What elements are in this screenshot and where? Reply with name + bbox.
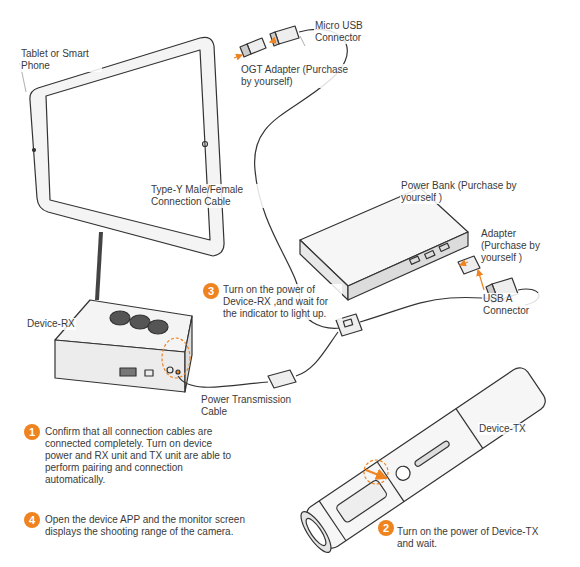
device-name: Device-RX — [26, 318, 76, 330]
power-cable — [178, 376, 268, 387]
part-name: Power Transmission Cable — [200, 394, 302, 418]
device-tx — [296, 364, 549, 556]
part-name: Type-Y Male/Female Connection Cable — [150, 184, 274, 208]
cable-connector — [268, 370, 296, 388]
device-rx — [55, 232, 192, 392]
instruction-note: Turn on the power of Device-TX and wait. — [396, 526, 548, 550]
part-name: Adapter (Purchase by yourself ) — [480, 228, 554, 264]
callout-number: 2 — [378, 520, 394, 536]
callout-number: 3 — [203, 283, 219, 299]
micro-usb-connector — [270, 26, 308, 46]
adapter — [458, 256, 480, 274]
device-name: Device-TX — [478, 423, 527, 435]
part-name: Micro USB Connector — [314, 20, 376, 44]
instruction-note: Open the device APP and the monitor scre… — [44, 514, 258, 538]
instruction-note: Confirm that all connection cables are c… — [44, 426, 234, 486]
device-name: Tablet or Smart Phone — [20, 48, 102, 72]
callout-number: 1 — [24, 424, 40, 440]
part-name: USB A Connector — [482, 293, 544, 317]
instruction-note: Turn on the power of Device-RX ,and wait… — [222, 284, 342, 320]
part-name: OGT Adapter (Purchase by yourself) — [240, 64, 354, 88]
callout-number: 4 — [24, 512, 40, 528]
part-name: Power Bank (Purchase by yourself ) — [400, 180, 532, 204]
otg-adapter — [240, 38, 266, 57]
